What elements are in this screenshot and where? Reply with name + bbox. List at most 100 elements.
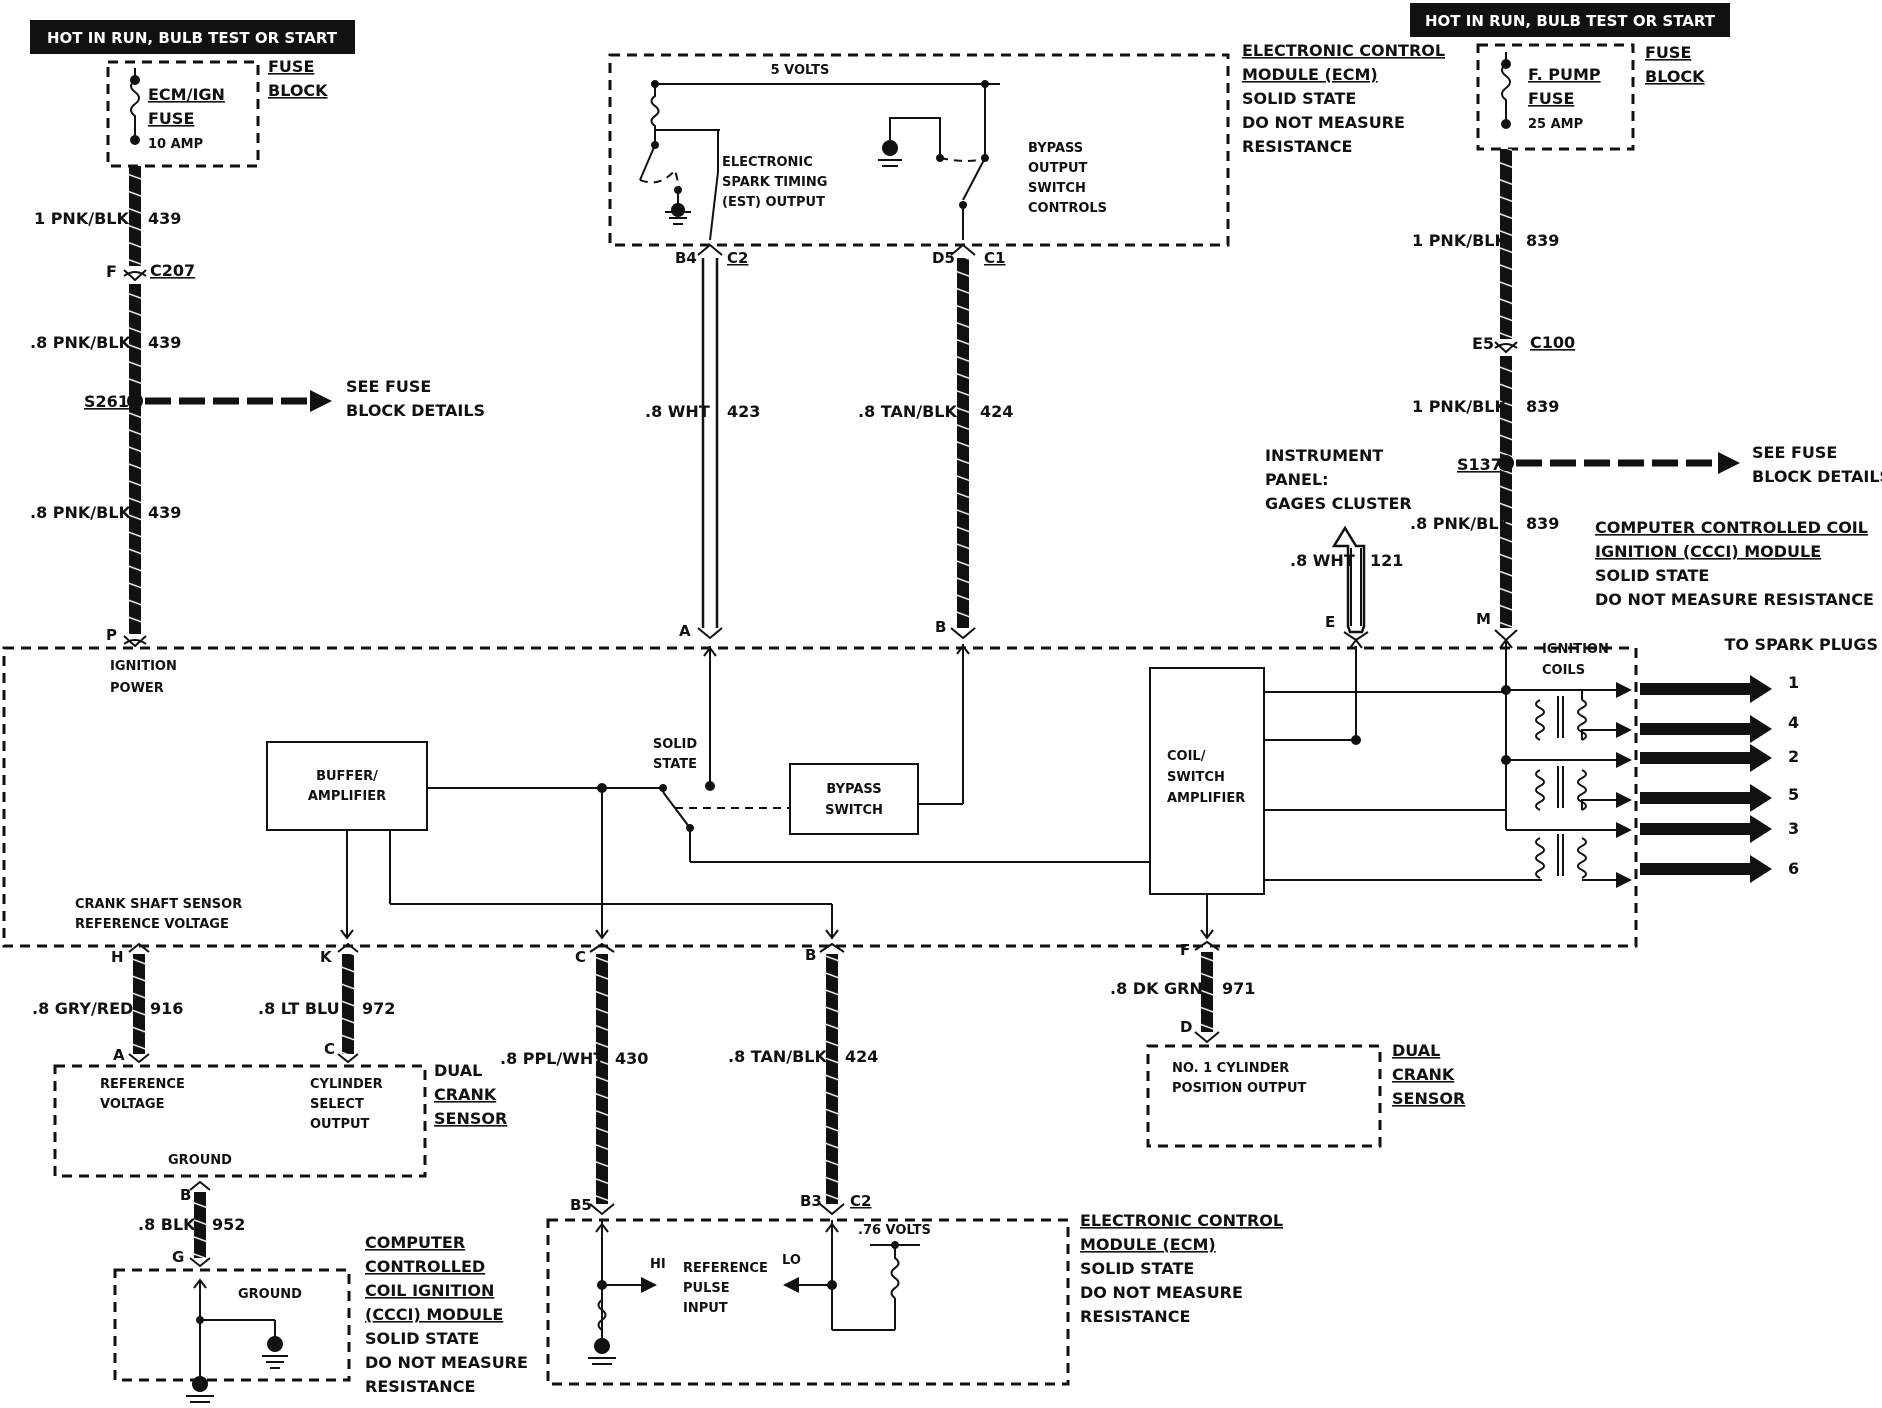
fuse-right: F. PUMP FUSE 25 AMP FUSE BLOCK [1476,43,1705,151]
svg-text:952: 952 [212,1215,245,1234]
svg-text:SPARK TIMING: SPARK TIMING [722,175,827,190]
see-fuse-arrow-right [1516,452,1740,474]
svg-text:839: 839 [1526,397,1559,416]
spark-plug-4: 4 [1788,713,1799,732]
fuse-right-name: F. PUMP [1528,65,1601,84]
fuse-left: ECM/IGN FUSE 10 AMP FUSE BLOCK [106,57,328,168]
spark-plug-1: 1 [1788,673,1799,692]
svg-text:B: B [805,946,816,964]
svg-text:SOLID STATE: SOLID STATE [365,1329,479,1348]
svg-text:.8 GRY/RED: .8 GRY/RED [32,999,133,1018]
svg-text:.8 PPL/WHT: .8 PPL/WHT [500,1049,604,1068]
wire-439 [123,166,147,648]
svg-text:POSITION OUTPUT: POSITION OUTPUT [1172,1081,1306,1096]
svg-text:COIL IGNITION: COIL IGNITION [365,1281,494,1300]
ecm-bottom-title: ELECTRONIC CONTROL [1080,1211,1283,1230]
svg-text:K: K [320,948,333,966]
fuse-right-amp: 25 AMP [1528,117,1583,132]
svg-text:MODULE (ECM): MODULE (ECM) [1080,1235,1216,1254]
svg-text:PULSE: PULSE [683,1281,730,1296]
wire-424-top [950,243,976,640]
svg-text:REFERENCE: REFERENCE [683,1261,768,1276]
svg-text:SWITCH: SWITCH [1167,770,1225,785]
svg-text:B: B [935,618,946,636]
spark-plug-arrows [1640,675,1772,883]
svg-text:839: 839 [1526,231,1559,250]
svg-text:121: 121 [1370,551,1403,570]
svg-text:HOT IN RUN, BULB TEST OR START: HOT IN RUN, BULB TEST OR START [47,29,338,47]
ccci-internal-wiring [340,638,1632,940]
spark-plug-3: 3 [1788,819,1799,838]
svg-text:.8 WHT: .8 WHT [1290,551,1355,570]
svg-text:.8 TAN/BLK: .8 TAN/BLK [728,1047,827,1066]
svg-text:MODULE (ECM): MODULE (ECM) [1242,65,1378,84]
connector-c100: C100 [1530,333,1575,352]
ecm-top-5volts: 5 VOLTS [771,63,830,78]
svg-text:BLOCK DETAILS: BLOCK DETAILS [1752,467,1882,486]
svg-text:STATE: STATE [653,757,697,772]
svg-text:SWITCH: SWITCH [1028,181,1086,196]
svg-text:1 PNK/BLK: 1 PNK/BLK [34,209,129,228]
svg-text:DO NOT MEASURE RESISTANCE: DO NOT MEASURE RESISTANCE [1595,590,1874,609]
svg-text:.8 PNK/BLK: .8 PNK/BLK [30,333,132,352]
spark-plug-5: 5 [1788,785,1799,804]
wire-423 [697,243,723,640]
wire-424-bottom [819,942,845,1216]
svg-text:CRANK: CRANK [434,1085,497,1104]
svg-text:IGNITION (CCCI) MODULE: IGNITION (CCCI) MODULE [1595,542,1821,561]
svg-text:SEE FUSE: SEE FUSE [1752,443,1837,462]
svg-text:BLOCK: BLOCK [1645,67,1705,86]
svg-text:1 PNK/BLK: 1 PNK/BLK [1412,397,1507,416]
ecm-bottom-volts: .76 VOLTS [858,1223,931,1238]
connector-c1-top: C1 [984,249,1005,267]
spark-plug-2: 2 [1788,747,1799,766]
svg-text:(CCCI) MODULE: (CCCI) MODULE [365,1305,503,1324]
svg-text:FUSE: FUSE [1645,43,1691,62]
svg-text:GROUND: GROUND [238,1287,302,1302]
svg-text:BLOCK DETAILS: BLOCK DETAILS [346,401,485,420]
ecm-top-title: ELECTRONIC CONTROL [1242,41,1445,60]
svg-text:RESISTANCE: RESISTANCE [365,1377,475,1396]
svg-text:972: 972 [362,999,395,1018]
svg-text:.8 TAN/BLK: .8 TAN/BLK [858,402,957,421]
svg-text:BYPASS: BYPASS [826,782,881,797]
svg-text:VOLTAGE: VOLTAGE [100,1097,165,1112]
svg-text:E: E [1325,613,1335,631]
svg-text:.8 WHT: .8 WHT [645,402,710,421]
svg-text:REFERENCE VOLTAGE: REFERENCE VOLTAGE [75,917,229,932]
fuse-left-name: ECM/IGN [148,85,225,104]
wire-972 [337,942,359,1064]
splice-s137: S137 [1457,455,1502,474]
svg-text:AMPLIFIER: AMPLIFIER [308,789,386,804]
fuse-left-amp: 10 AMP [148,137,203,152]
svg-text:FUSE: FUSE [148,109,194,128]
svg-text:430: 430 [615,1049,648,1068]
svg-text:LO: LO [782,1253,801,1268]
svg-text:GROUND: GROUND [168,1153,232,1168]
coil-switch-amplifier-box [1149,667,1265,895]
svg-text:CONTROLLED: CONTROLLED [365,1257,485,1276]
svg-text:1 PNK/BLK: 1 PNK/BLK [1412,231,1507,250]
svg-text:971: 971 [1222,979,1255,998]
svg-text:PANEL:: PANEL: [1265,470,1329,489]
svg-text:BUFFER/: BUFFER/ [316,769,378,784]
svg-text:DO NOT MEASURE: DO NOT MEASURE [1242,113,1405,132]
svg-text:IGNITION: IGNITION [1542,642,1609,657]
ignition-coil-3 [1506,822,1632,888]
svg-text:B5: B5 [570,1196,592,1214]
svg-text:G: G [172,1248,184,1266]
svg-text:SOLID: SOLID [653,737,698,752]
svg-text:NO. 1 CYLINDER: NO. 1 CYLINDER [1172,1061,1289,1076]
wire-121 [1331,525,1369,642]
svg-text:REFERENCE: REFERENCE [100,1077,185,1092]
hot-label-left: HOT IN RUN, BULB TEST OR START [30,20,355,54]
svg-text:423: 423 [727,402,760,421]
splice-s261: S261 [84,392,129,411]
svg-text:439: 439 [148,503,181,522]
splice-s137-dot [1498,455,1514,471]
splice-s261-dot [127,393,143,409]
fuse-symbol-left [130,68,140,140]
connector-c2-top: C2 [727,249,748,267]
svg-text:B3: B3 [800,1192,822,1210]
svg-text:916: 916 [150,999,183,1018]
